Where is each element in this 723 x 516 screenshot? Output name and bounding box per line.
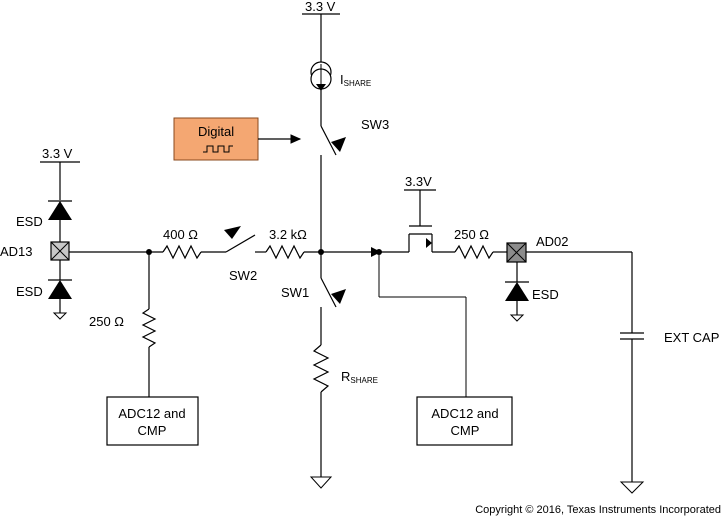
supply-label-mosfet: 3.3V — [405, 174, 432, 189]
ground-right-icon — [509, 314, 525, 322]
resistor-3k2-icon — [265, 244, 305, 260]
ground-left-icon — [52, 312, 68, 320]
current-source-icon — [310, 61, 332, 91]
pin-ad02-icon — [506, 242, 527, 263]
switch-sw3-icon — [320, 125, 346, 156]
esd-label-top-left: ESD — [16, 214, 43, 229]
supply-label-left: 3.3 V — [42, 146, 73, 161]
adc-left-line1: ADC12 and — [118, 406, 185, 421]
resistor-rshare-icon — [312, 344, 330, 393]
adc-block-right — [416, 396, 513, 446]
adc-right-line1: ADC12 and — [431, 406, 498, 421]
resistor-250-right-icon — [454, 244, 494, 260]
esd-diode-top-left-icon — [48, 200, 72, 220]
switch-sw2-icon — [224, 226, 256, 253]
r250-right-label: 250 Ω — [454, 227, 489, 242]
ground-center-icon — [309, 476, 333, 489]
capacitor-label: EXT CAP — [664, 330, 719, 345]
digital-block — [173, 117, 259, 161]
adc-right-line2: CMP — [451, 423, 480, 438]
esd-diode-right-icon — [505, 281, 529, 301]
r400-label: 400 Ω — [163, 227, 198, 242]
sw3-label: SW3 — [361, 117, 389, 132]
r250-left-label: 250 Ω — [89, 314, 124, 329]
esd-label-bottom-left: ESD — [16, 284, 43, 299]
sw1-label: SW1 — [281, 285, 309, 300]
esd-label-right: ESD — [532, 287, 559, 302]
isource-label: ISHARE — [340, 72, 371, 88]
rshare-label: RSHARE — [341, 369, 378, 385]
pin-label-ad13: AD13 — [0, 244, 33, 259]
resistor-250-left-icon — [141, 308, 157, 348]
mosfet-icon — [408, 225, 433, 252]
supply-label-top: 3.3 V — [305, 0, 336, 14]
pin-label-ad02: AD02 — [536, 234, 569, 249]
esd-diode-bottom-left-icon — [48, 279, 72, 299]
pin-ad13-icon — [50, 241, 70, 261]
adc-block-left — [106, 396, 199, 446]
switch-sw1-icon — [320, 277, 346, 308]
resistor-400-icon — [162, 244, 202, 260]
square-wave-icon — [203, 145, 233, 153]
copyright-text: Copyright © 2016, Texas Instruments Inco… — [475, 504, 721, 516]
r3k2-label: 3.2 kΩ — [269, 227, 307, 242]
capacitor-icon — [620, 332, 644, 340]
adc-left-line2: CMP — [138, 423, 167, 438]
ground-cap-icon — [619, 481, 645, 494]
digital-label: Digital — [198, 124, 234, 139]
sw2-label: SW2 — [229, 268, 257, 283]
